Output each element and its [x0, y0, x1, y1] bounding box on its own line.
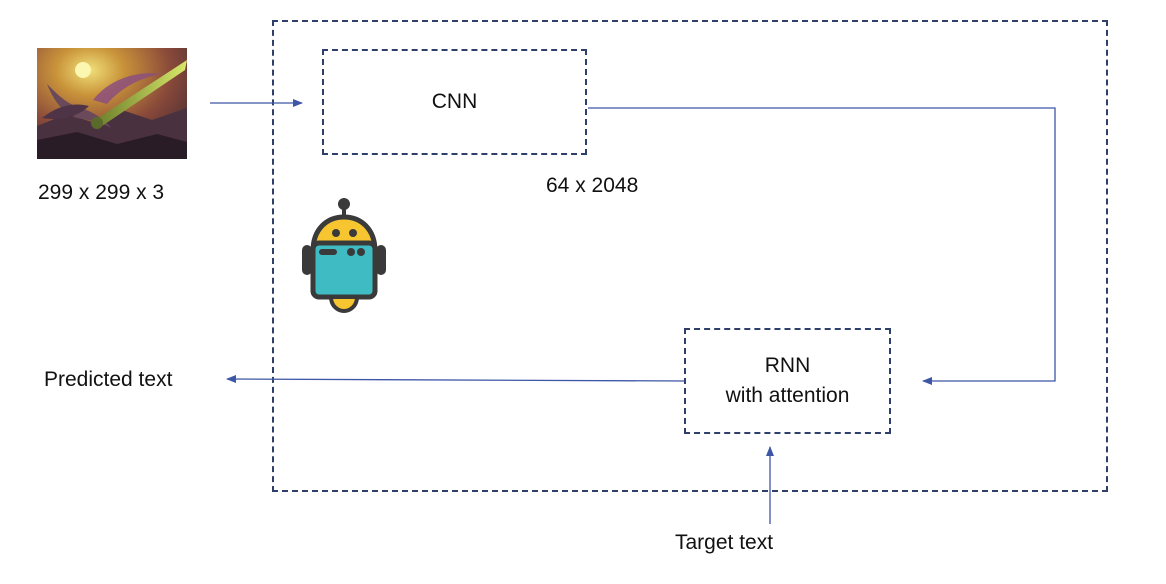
cnn-label: CNN: [431, 90, 478, 113]
robot-icon: [299, 197, 389, 314]
rnn-block: RNN with attention: [684, 328, 891, 434]
rnn-label: RNN: [764, 354, 811, 377]
cnn-block: CNN: [322, 49, 587, 155]
predicted-text-label: Predicted text: [44, 368, 173, 391]
input-shape-label: 299 x 299 x 3: [38, 181, 165, 204]
rnn-attention-label: with attention: [725, 384, 850, 407]
model-frame: [272, 20, 1108, 492]
target-text-label: Target text: [675, 531, 774, 554]
input-image: [37, 48, 187, 159]
dragon-sword-picture-icon: [37, 48, 187, 159]
feature-shape-label: 64 x 2048: [546, 174, 639, 197]
